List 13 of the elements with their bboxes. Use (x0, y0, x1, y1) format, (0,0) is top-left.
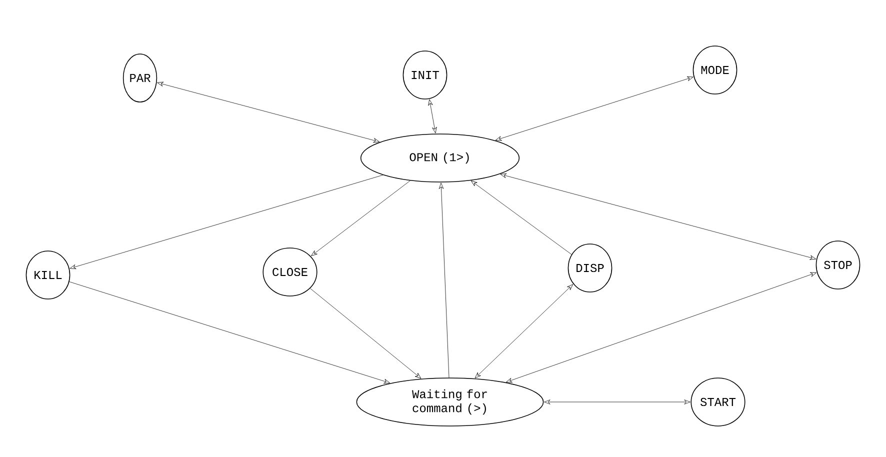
arrow (474, 284, 574, 378)
arrow (310, 288, 422, 379)
arrow (544, 400, 690, 404)
arrow (438, 182, 450, 378)
arrow (428, 99, 437, 134)
arrow (70, 174, 384, 270)
arrow (311, 180, 410, 256)
arrow (506, 272, 817, 382)
arrow (495, 76, 694, 141)
arrow (470, 180, 572, 255)
arrow (500, 173, 816, 260)
arrow (157, 82, 380, 143)
arrow (69, 282, 390, 384)
